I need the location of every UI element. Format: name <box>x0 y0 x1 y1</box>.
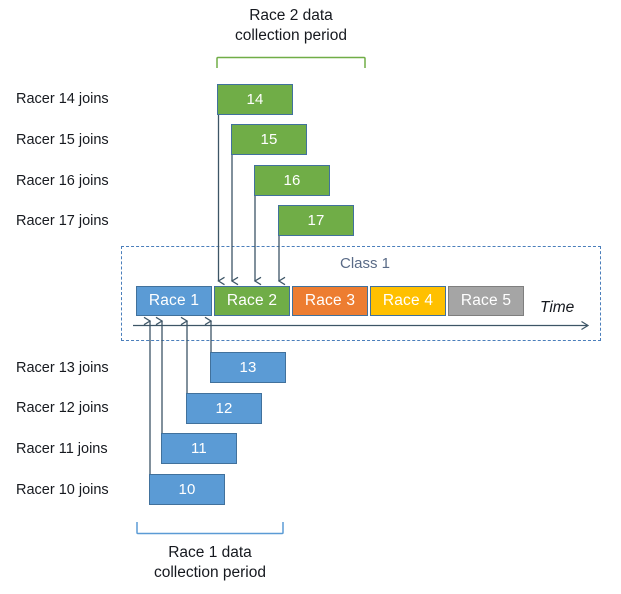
bottom-caption: Race 1 data collection period <box>153 544 266 581</box>
race-box-2[interactable]: Race 2 <box>214 286 290 316</box>
time-axis-label: Time <box>540 299 575 316</box>
race-box-1[interactable]: Race 1 <box>136 286 212 316</box>
racer-label-10: Racer 10 joins <box>16 482 109 498</box>
class-container <box>121 246 601 341</box>
racer-box-17[interactable]: 17 <box>278 205 354 236</box>
class-label: Class 1 <box>339 255 391 272</box>
racer-box-13[interactable]: 13 <box>210 352 286 383</box>
racer-label-11: Racer 11 joins <box>16 441 108 457</box>
racer-box-16[interactable]: 16 <box>254 165 330 196</box>
bottom-bracket-icon <box>136 522 284 535</box>
racer-box-11[interactable]: 11 <box>161 433 237 464</box>
racer-box-10[interactable]: 10 <box>149 474 225 505</box>
racer-label-14: Racer 14 joins <box>16 91 109 107</box>
racer-label-17: Racer 17 joins <box>16 213 109 229</box>
racer-box-15[interactable]: 15 <box>231 124 307 155</box>
top-caption: Race 2 data collection period <box>234 7 347 44</box>
race-box-4[interactable]: Race 4 <box>370 286 446 316</box>
racer-label-15: Racer 15 joins <box>16 132 109 148</box>
racer-box-14[interactable]: 14 <box>217 84 293 115</box>
racer-label-16: Racer 16 joins <box>16 173 109 189</box>
top-bracket-icon <box>216 56 366 68</box>
racer-label-13: Racer 13 joins <box>16 360 109 376</box>
race-box-3[interactable]: Race 3 <box>292 286 368 316</box>
racer-box-12[interactable]: 12 <box>186 393 262 424</box>
racer-label-12: Racer 12 joins <box>16 400 109 416</box>
race-box-5[interactable]: Race 5 <box>448 286 524 316</box>
